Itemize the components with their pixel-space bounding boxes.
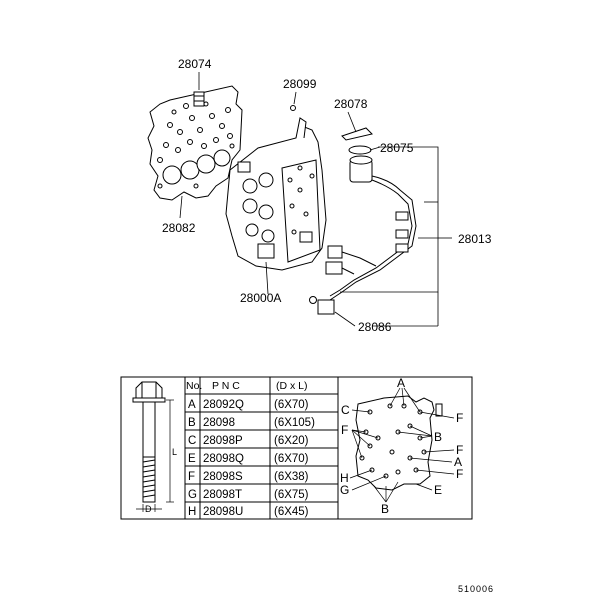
dim-l: L (172, 447, 177, 457)
separator-plate (147, 85, 243, 201)
callout-28000A: 28000A (240, 291, 281, 305)
row-size: (6X105) (274, 417, 315, 429)
wiring-harness (317, 155, 417, 315)
map-letter-b-right: B (434, 430, 442, 444)
row-size: (6X75) (274, 489, 309, 501)
row-size: (6X38) (274, 471, 309, 483)
o-ring-28099 (290, 105, 296, 111)
bolt-location-map (355, 395, 443, 491)
map-letter-g: G (340, 483, 349, 497)
row-size: (6X45) (274, 506, 309, 518)
row-pnc: 28098T (203, 489, 242, 501)
row-no: H (188, 506, 196, 518)
diagram-code: 510006 (458, 584, 494, 594)
map-letter-f-right-top: F (456, 411, 463, 425)
row-no: B (188, 417, 196, 429)
clip-28078 (341, 127, 373, 141)
callout-28082: 28082 (162, 221, 196, 235)
row-size: (6X70) (274, 399, 309, 411)
map-letter-h: H (340, 471, 349, 485)
map-letter-e: E (434, 483, 442, 497)
valve-body (225, 117, 327, 271)
row-pnc: 28098Q (203, 453, 244, 465)
row-no: C (188, 435, 196, 447)
row-pnc: 28092Q (203, 399, 244, 411)
header-pnc: P N C (212, 380, 240, 392)
row-pnc: 28098 (203, 417, 235, 429)
header-size: (D x L) (276, 380, 308, 392)
callout-28086: 28086 (358, 320, 392, 334)
row-size: (6X70) (274, 453, 309, 465)
callout-28099: 28099 (283, 77, 317, 91)
row-no: F (188, 471, 195, 483)
header-no: No. (186, 380, 202, 392)
filter-part (193, 91, 205, 107)
o-ring-28075 (348, 145, 372, 155)
callout-28013: 28013 (458, 232, 492, 246)
map-letter-c: C (341, 403, 350, 417)
row-size: (6X20) (274, 435, 309, 447)
dim-d: D (145, 504, 152, 514)
row-no: G (188, 489, 197, 501)
row-no: E (188, 453, 196, 465)
row-pnc: 28098U (203, 506, 243, 518)
row-pnc: 28098S (203, 471, 243, 483)
o-ring-28086 (309, 296, 317, 304)
callout-28078: 28078 (334, 97, 368, 111)
map-letter-a-top: A (397, 376, 405, 390)
callout-28074: 28074 (178, 57, 212, 71)
leader-lines (179, 72, 452, 327)
bolt-map-leaders (349, 387, 455, 503)
bolt-illustration (132, 381, 174, 512)
map-letter-f-right-mid: F (456, 443, 463, 457)
map-letter-a-right: A (454, 455, 462, 469)
row-pnc: 28098P (203, 435, 243, 447)
map-letter-b-bottom: B (381, 502, 389, 516)
map-letter-f-right-bot: F (456, 467, 463, 481)
callout-28075: 28075 (380, 141, 414, 155)
row-no: A (188, 399, 196, 411)
map-letter-f-left: F (341, 423, 348, 437)
